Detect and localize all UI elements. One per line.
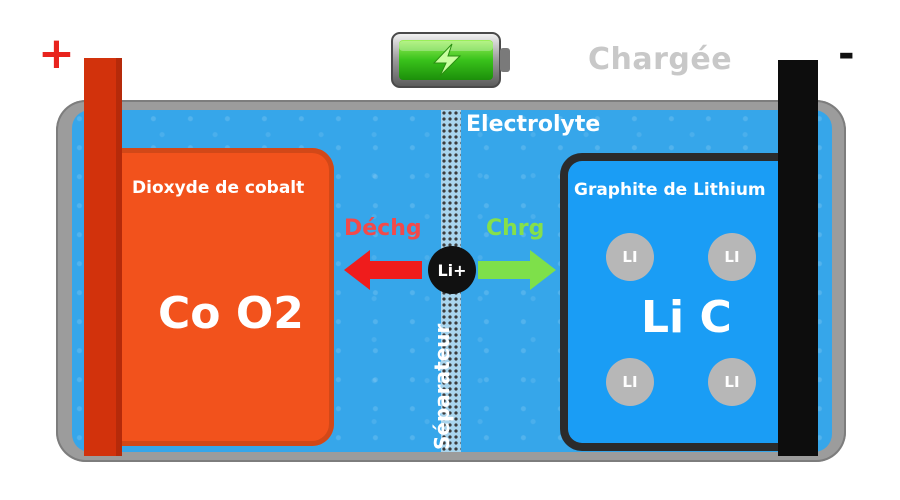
cathode-block [98, 148, 334, 446]
lithium-ion: LI [708, 233, 756, 281]
lithium-ion: LI [606, 358, 654, 406]
positive-sign: + [38, 28, 75, 79]
discharge-arrow-icon [344, 250, 422, 290]
anode-label: Graphite de Lithium [574, 180, 766, 200]
negative-terminal [778, 60, 818, 456]
lithium-ion: LI [606, 233, 654, 281]
positive-terminal [84, 58, 122, 456]
separator-label: Séparateur [430, 323, 454, 450]
cathode-label: Dioxyde de cobalt [132, 178, 305, 198]
charge-state-label: Chargée [588, 42, 733, 77]
anode-block [560, 153, 810, 451]
lithium-ion: LI [708, 358, 756, 406]
electrolyte-label: Electrolyte [466, 112, 601, 137]
cathode-formula: Co O2 [158, 288, 304, 339]
discharge-label: Déchg [344, 216, 422, 241]
charge-label: Chrg [486, 216, 545, 241]
charge-arrow-icon [478, 250, 556, 290]
battery-charging-icon [391, 32, 510, 88]
negative-sign: - [838, 31, 855, 77]
anode-formula: Li C [641, 292, 732, 343]
lithium-plus-ion: Li+ [428, 246, 476, 294]
